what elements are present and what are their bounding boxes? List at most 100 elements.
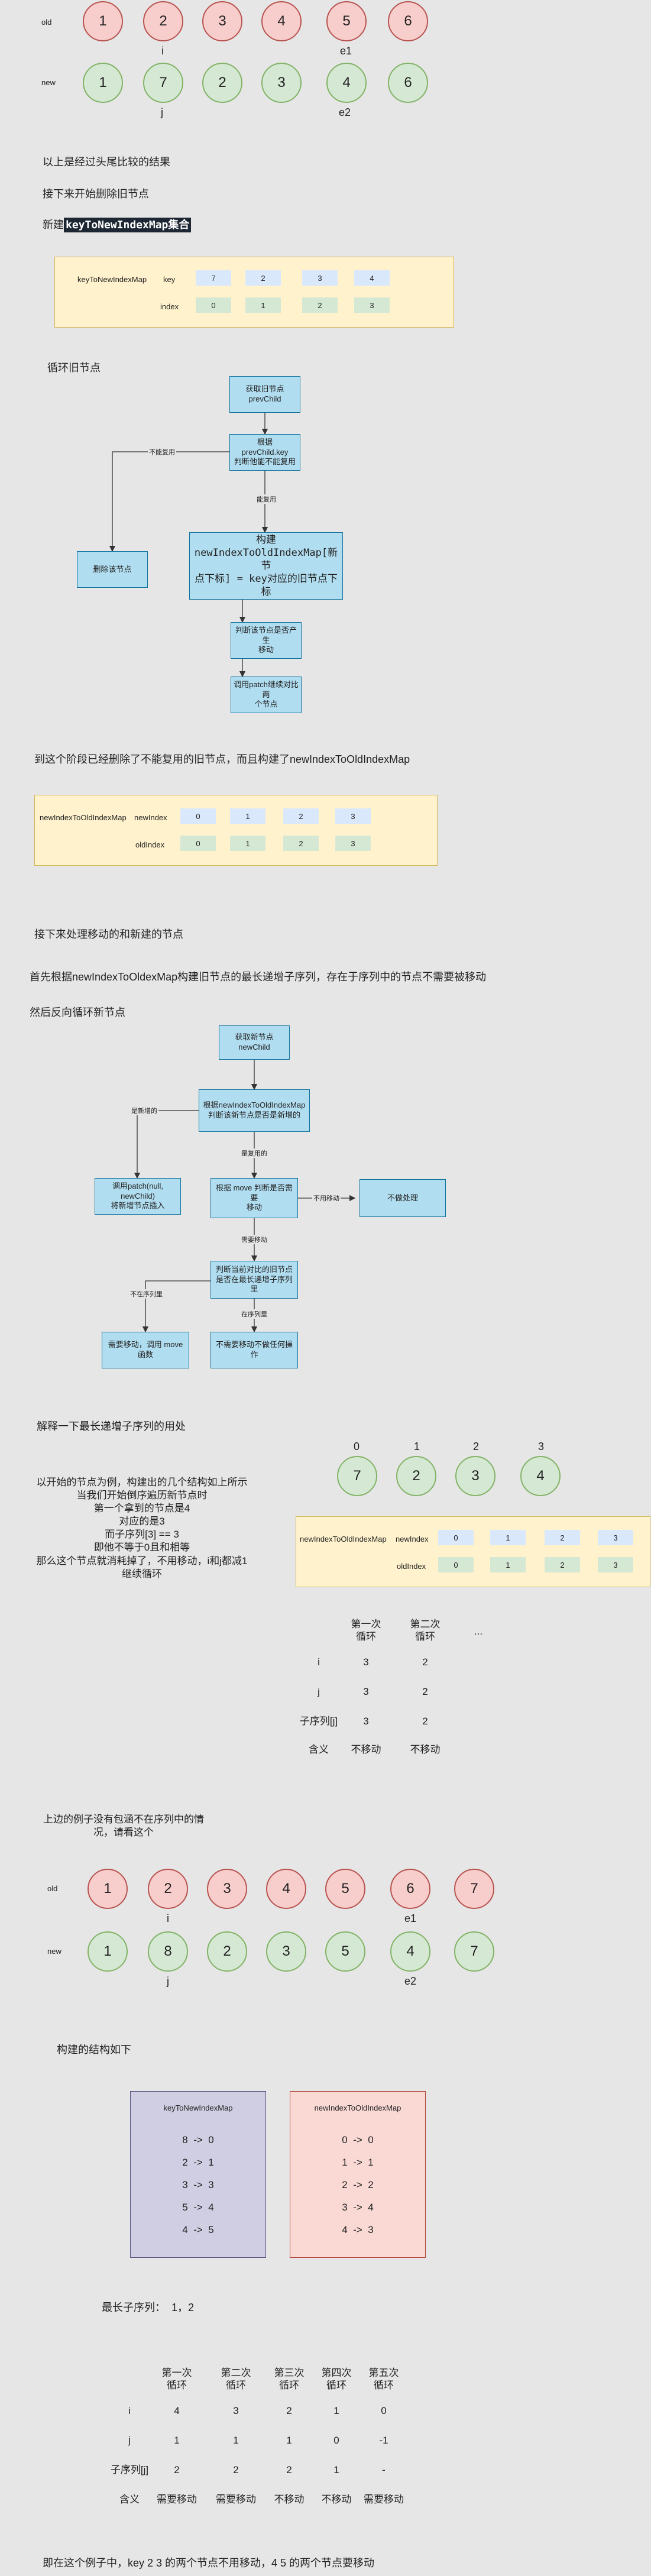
text-new-map-prefix: 新建 xyxy=(43,219,64,231)
old-index-cell: 0 xyxy=(180,836,216,851)
edge-label-no-move: 不用移动 xyxy=(312,1193,341,1203)
flow-check-reuse: 根据 prevChild.key 判断他能不能复用 xyxy=(229,434,300,471)
new-node: 8 xyxy=(148,1931,188,1972)
table-row-label: 子序列[j] xyxy=(299,1716,338,1727)
table-header: 第三次 循环 xyxy=(274,2367,305,2391)
old-node: 4 xyxy=(266,1869,306,1909)
old-node: 6 xyxy=(388,1,428,41)
map-entry: 3 -> 3 xyxy=(182,2179,214,2190)
index-cell: 1 xyxy=(245,297,281,313)
table-cell: 2 xyxy=(422,1686,428,1697)
old-node: 3 xyxy=(207,1869,247,1909)
new-node: 3 xyxy=(261,63,302,103)
map-name: keyToNewIndexMap xyxy=(77,275,147,284)
old-node: 7 xyxy=(454,1869,494,1909)
table-cell: 2 xyxy=(286,2405,292,2416)
old-index-label: oldIndex xyxy=(135,840,165,849)
flow-build-index-map: 构建 newIndexToOldIndexMap[新节 点下标] = key对应… xyxy=(189,532,343,600)
key-row-label: key xyxy=(163,275,176,284)
new-node: 5 xyxy=(325,1931,365,1972)
pointer-e1: e1 xyxy=(340,45,352,57)
old-index-cell: 3 xyxy=(335,836,371,851)
key-to-new-index-map-box: keyToNewIndexMap key index 7 2 3 4 0 1 2… xyxy=(54,257,454,328)
table-row-label: j xyxy=(318,1686,320,1697)
panel-title: newIndexToOldIndexMap xyxy=(314,2103,401,2112)
pointer-e2: e2 xyxy=(339,106,351,118)
table-cell: 4 xyxy=(174,2405,180,2416)
new-node: 1 xyxy=(88,1931,128,1972)
table-header: ... xyxy=(474,1626,483,1637)
table-row-label: j xyxy=(128,2435,131,2446)
pointer-j: j xyxy=(161,106,163,118)
new-node: 2 xyxy=(207,1931,247,1972)
table-cell: 需要移动 xyxy=(157,2494,197,2505)
new-node: 2 xyxy=(202,63,242,103)
table-cell: 0 xyxy=(333,2435,339,2446)
flow-no-op: 不做处理 xyxy=(359,1179,446,1217)
table-cell: 不移动 xyxy=(351,1744,381,1755)
example-node: 2 xyxy=(396,1456,436,1496)
table-cell: 0 xyxy=(381,2405,387,2416)
text-reverse-loop: 然后反向循环新节点 xyxy=(30,1007,125,1018)
table-cell: 2 xyxy=(233,2464,239,2475)
new-index-cell: 1 xyxy=(490,1530,526,1545)
edge-label-need-move: 需要移动 xyxy=(240,1235,268,1244)
table-cell: 2 xyxy=(174,2464,180,2475)
edge-label-not-in-seq: 不在序列里 xyxy=(129,1289,164,1299)
old-node: 2 xyxy=(148,1869,188,1909)
table-cell: 1 xyxy=(333,2405,339,2416)
table-row-label: i xyxy=(128,2405,131,2416)
old-node: 3 xyxy=(202,1,242,41)
new-index-to-old-index-map-box: newIndexToOldIndexMap newIndex oldIndex … xyxy=(34,795,438,866)
flow-call-patch: 调用patch继续对比两 个节点 xyxy=(231,677,302,713)
map-entry: 4 -> 5 xyxy=(182,2224,214,2235)
text-new-map-highlight: keyToNewIndexMap集合 xyxy=(64,218,192,232)
map-entry: 4 -> 3 xyxy=(342,2224,374,2235)
table-row-label: 含义 xyxy=(119,2494,140,2505)
old-index-cell: 0 xyxy=(438,1557,474,1572)
table-header: 第五次 循环 xyxy=(368,2367,399,2391)
map-entry: 2 -> 1 xyxy=(182,2157,214,2168)
text-another-example: 上边的例子没有包涵不在序列中的情 况，请看这个 xyxy=(43,1814,204,1839)
old-node: 6 xyxy=(390,1869,430,1909)
edge-label-in-seq: 在序列里 xyxy=(240,1309,268,1319)
text-lis-result: 最长子序列： 1，2 xyxy=(102,2302,195,2313)
old-node: 5 xyxy=(326,1,367,41)
new-node: 7 xyxy=(454,1931,494,1972)
new-index-to-old-index-map-panel: newIndexToOldIndexMap 0 -> 0 1 -> 1 2 ->… xyxy=(290,2091,426,2258)
map-entry: 3 -> 4 xyxy=(342,2202,374,2213)
table-cell: 2 xyxy=(286,2464,292,2475)
new-index-label: newIndex xyxy=(396,1535,429,1543)
new-node: 4 xyxy=(326,63,367,103)
new-index-cell: 2 xyxy=(545,1530,580,1545)
new-node: 4 xyxy=(390,1931,430,1972)
table-cell: 1 xyxy=(233,2435,239,2446)
table-header: 第一次 循环 xyxy=(351,1619,381,1643)
flow-check-move: 判断该节点是否产生 移动 xyxy=(231,622,302,659)
old-index-cell: 2 xyxy=(545,1557,580,1572)
edge-label-cannot-reuse: 不能复用 xyxy=(148,447,176,457)
example-node: 3 xyxy=(455,1456,495,1496)
key-cell: 2 xyxy=(245,270,281,286)
edge-label-reused: 是复用的 xyxy=(240,1148,268,1158)
text-build-lis: 首先根据newIndexToOldexMap构建旧节点的最长递增子序列，存在于序… xyxy=(30,971,487,983)
new-index-cell: 3 xyxy=(598,1530,633,1545)
flow-delete-node: 删除该节点 xyxy=(77,551,148,588)
old-node: 1 xyxy=(83,1,123,41)
index-label: 1 xyxy=(414,1441,420,1452)
table-cell: 2 xyxy=(422,1716,428,1727)
text-handle-moved: 接下来处理移动的和新建的节点 xyxy=(34,928,183,940)
index-cell: 3 xyxy=(354,297,390,313)
new-index-cell: 2 xyxy=(283,808,319,824)
flow-get-new-node: 获取新节点newChild xyxy=(219,1025,290,1060)
text-head-tail-result: 以上是经过头尾比较的结果 xyxy=(43,156,170,168)
key-cell: 3 xyxy=(302,270,338,286)
old-node: 2 xyxy=(143,1,183,41)
example-index-map-box: newIndexToOldIndexMap newIndex oldIndex … xyxy=(296,1516,650,1587)
table-cell: -1 xyxy=(379,2435,388,2446)
table-cell: 3 xyxy=(363,1716,369,1727)
new-index-cell: 1 xyxy=(230,808,265,824)
text-conclusion: 即在这个例子中，key 2 3 的两个节点不用移动，4 5 的两个节点要移动 xyxy=(43,2557,375,2569)
flow-no-move-needed: 不需要移动不做任何操作 xyxy=(210,1332,298,1368)
